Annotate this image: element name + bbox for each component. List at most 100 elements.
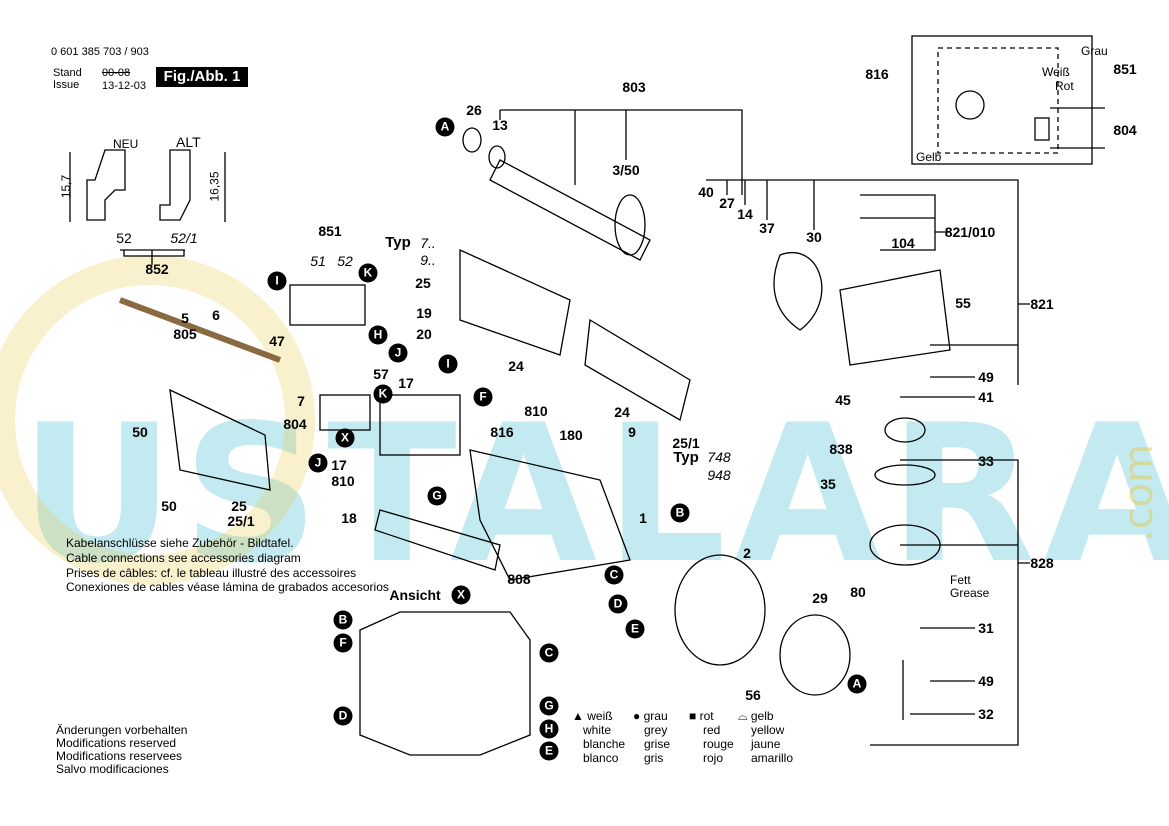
seal-29: [779, 614, 851, 696]
dim-15-7: 15,7: [59, 174, 74, 199]
brush-neu: [86, 149, 126, 221]
label-852: 852: [145, 261, 169, 277]
bar-18: [374, 509, 501, 571]
alt-label: ALT: [176, 134, 201, 150]
callout: 25/1: [672, 435, 700, 451]
callout: 6: [212, 307, 220, 323]
callout: 32: [978, 706, 994, 722]
callout: 29: [812, 590, 828, 606]
callout: 5: [181, 310, 189, 326]
marker: J: [308, 453, 328, 473]
dim-16-35: 16,35: [207, 171, 222, 202]
marker: D: [608, 594, 628, 614]
note-line: Modifications reserved: [56, 736, 177, 750]
legend-word: grise: [644, 737, 671, 751]
guard-30: [773, 252, 823, 331]
bearing-26: [462, 127, 482, 153]
legend-word: rot: [699, 709, 714, 723]
legend-grey: ● grau grey grise gris: [633, 709, 670, 765]
callout: 33: [978, 453, 994, 469]
callout: 804: [283, 416, 307, 432]
cable-6: [118, 297, 282, 363]
legend-word: jaune: [751, 737, 781, 751]
marker: K: [358, 263, 378, 283]
neu-label: NEU: [113, 137, 139, 151]
callout: 838: [829, 441, 853, 457]
typ-top-v2: 9..: [420, 252, 436, 268]
legend-word: rouge: [703, 737, 734, 751]
field-2: [674, 554, 766, 666]
bracket-852: [123, 250, 185, 257]
circuit-weiss: Weiß: [1042, 65, 1070, 79]
callout: 810: [331, 473, 355, 489]
legend-word: rojo: [703, 751, 724, 765]
callout: 804: [1113, 122, 1137, 138]
callout: 14: [737, 206, 753, 222]
legend-word: gris: [644, 751, 664, 765]
armature: [489, 159, 651, 261]
callout: 9: [628, 424, 636, 440]
callout: 13: [492, 117, 508, 133]
leader-821-010: [860, 194, 950, 251]
figure-label: Fig./Abb. 1: [156, 67, 248, 87]
callout: 805: [173, 326, 197, 342]
circuit-dashed: [937, 47, 1059, 154]
callout: 49: [978, 369, 994, 385]
callout: 37: [759, 220, 775, 236]
marker: H: [539, 719, 559, 739]
callout: 27: [719, 195, 735, 211]
part-number: 0 601 385 703 / 903: [51, 46, 149, 58]
circuit-leads: [1050, 107, 1105, 149]
issue-label: Issue: [53, 79, 80, 91]
grease-de: Fett: [950, 573, 971, 587]
typ-bottom-label: Typ: [673, 449, 699, 466]
issue-date: 13-12-03: [102, 80, 147, 92]
marker: K: [373, 384, 393, 404]
leader-828: [870, 459, 1030, 746]
callout: 17: [398, 375, 414, 391]
watermark-ring: [0, 255, 315, 585]
note-line: Änderungen vorbehalten: [56, 723, 188, 737]
watermark: USTALARA: [20, 384, 1169, 605]
callout: 821/010: [944, 224, 996, 240]
note-line: Modifications reservees: [56, 749, 183, 763]
circuit-gelb: Gelb: [916, 150, 942, 164]
callout: 803: [622, 79, 646, 95]
housing-25-1: [584, 318, 691, 421]
callout: 25: [231, 498, 247, 514]
callout: 19: [416, 305, 432, 321]
callout: 45: [835, 392, 851, 408]
callout: 1: [639, 510, 647, 526]
marker: G: [427, 486, 447, 506]
switch-804: [319, 394, 371, 431]
marker: D: [333, 706, 353, 726]
callout: 851: [1113, 61, 1137, 77]
callout: 40: [698, 184, 714, 200]
switch-851: [289, 284, 366, 326]
callout: 816: [865, 66, 889, 82]
brush-dimensions: [69, 152, 226, 265]
callout: 52: [337, 253, 353, 269]
callout: 50: [132, 424, 148, 440]
callout: 31: [978, 620, 994, 636]
legend-word: yellow: [751, 723, 785, 737]
leader-803: [499, 109, 743, 195]
circuit-motor: [955, 90, 985, 120]
callout: 24: [508, 358, 524, 374]
brush-alt: [159, 149, 191, 221]
callout: 25: [415, 275, 431, 291]
legend-word: red: [703, 723, 721, 737]
callout: 821: [1030, 296, 1054, 312]
ansicht-label: Ansicht: [389, 587, 441, 603]
circuit-frame: [911, 35, 1093, 165]
marker: G: [539, 696, 559, 716]
marker: F: [333, 633, 353, 653]
callout: 51: [310, 253, 326, 269]
marker: J: [388, 343, 408, 363]
callout: 47: [269, 333, 285, 349]
callout: 104: [891, 235, 915, 251]
callout: 30: [806, 229, 822, 245]
marker: E: [625, 619, 645, 639]
callout: 810: [524, 403, 548, 419]
callout: 56: [745, 687, 761, 703]
